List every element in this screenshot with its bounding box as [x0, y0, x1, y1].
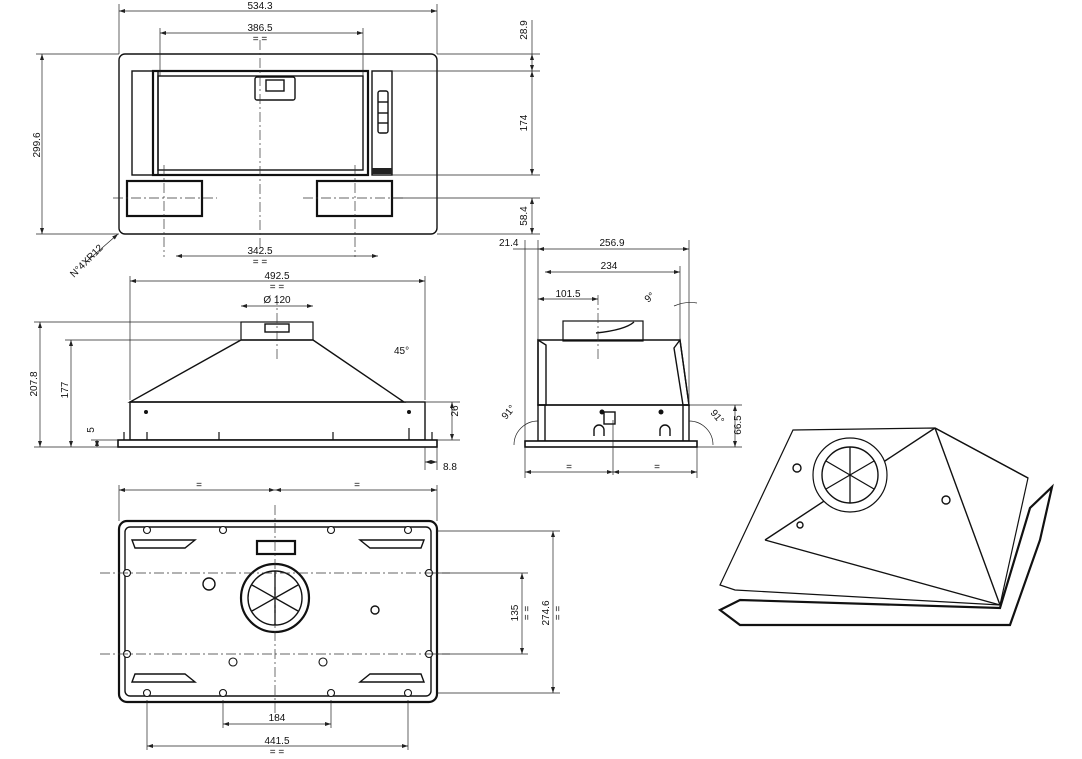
dim-bottom-hole-spacing-vertical: 135: [510, 604, 521, 621]
dimension-arrow: [223, 722, 229, 726]
dimension-arrow: [520, 648, 524, 654]
dimension-arrow: [112, 234, 118, 240]
isometric-view: [717, 427, 1054, 627]
side-view: [117, 295, 438, 448]
dim-end-right-angle: 91°: [708, 408, 726, 427]
dimension-arrow: [38, 322, 42, 328]
dimension-arrow: [520, 573, 524, 579]
dimension-line: [85, 233, 119, 263]
dim-bottom-depth-overall-sym: = =: [553, 606, 564, 621]
dimension-arrow: [530, 228, 534, 234]
dim-side-flange-thickness: 5: [86, 427, 97, 433]
dimension-arrow: [538, 297, 544, 301]
dim-front-filter-spacing: 342.5: [247, 246, 272, 257]
dim-side-duct-diameter: Ø 120: [263, 295, 291, 306]
dim-front-height-overall: 299.6: [32, 132, 43, 157]
dimension-arrow: [325, 722, 331, 726]
dim-end-duct-offset: 101.5: [555, 289, 580, 300]
dimension-arrow: [530, 169, 534, 175]
dim-bottom-hole-spacing-overall: 441.5: [264, 736, 289, 747]
dim-bottom-hole-spacing-overall-sym: = =: [270, 747, 285, 758]
dim-side-body-sym: = =: [270, 282, 285, 293]
dim-side-flange-overhang: 8.8: [443, 462, 457, 473]
dimension-arrow: [551, 687, 555, 693]
dimension-arrow: [431, 460, 437, 464]
dim-front-width-overall: 534.3: [247, 1, 272, 12]
dimension-labels: 534.3 386.5 = = 28.9 174 299.6 58.4 342.…: [29, 1, 744, 758]
dimension-arrow: [275, 488, 281, 492]
dim-end-depth-body: 234: [601, 261, 618, 272]
dim-front-filter-sym: = =: [253, 257, 268, 268]
dimension-arrow: [674, 270, 680, 274]
dimension-arrow: [551, 531, 555, 537]
dimension-arrow: [592, 297, 598, 301]
dim-end-depth-overall: 256.9: [599, 238, 624, 249]
dim-bottom-left-equal: =: [196, 480, 202, 491]
dimension-arrow: [241, 304, 247, 308]
dimension-arrow: [530, 65, 534, 71]
dimension-arrow: [402, 744, 408, 748]
dim-front-bottom-margin: 58.4: [519, 206, 530, 226]
dim-front-corner-radius: N°4XR12: [68, 242, 106, 280]
dimension-arrow: [69, 340, 73, 346]
dimension-arrow: [269, 488, 275, 492]
dim-side-slope-angle: 45°: [394, 346, 409, 357]
bottom-view: [100, 505, 450, 720]
dimension-lines: [34, 4, 742, 750]
dimension-arrow: [607, 470, 613, 474]
dim-front-width-opening: 386.5: [247, 23, 272, 34]
dimension-arrow: [691, 470, 697, 474]
dim-front-top-margin: 28.9: [519, 20, 530, 40]
dimension-arrow: [733, 405, 737, 411]
dim-end-flange-offset: 21.4: [499, 238, 519, 249]
dimension-arrow: [530, 54, 534, 60]
dimension-arrow: [119, 488, 125, 492]
dimension-arrow: [419, 279, 425, 283]
dim-side-body-width: 492.5: [264, 271, 289, 282]
dimension-arrow: [38, 441, 42, 447]
dimension-arrow: [538, 247, 544, 251]
dim-end-tilt-angle: 9°: [643, 291, 657, 306]
dim-front-opening-height: 174: [519, 114, 530, 131]
dimension-arrow: [683, 247, 689, 251]
dimension-arrow: [130, 279, 136, 283]
dimension-arrow: [160, 31, 166, 35]
dimension-arrow: [545, 270, 551, 274]
dimension-arrow: [530, 198, 534, 204]
dimension-arrow: [176, 254, 182, 258]
dimension-arrow: [733, 441, 737, 447]
dimension-arrow: [40, 54, 44, 60]
dimension-arrow: [525, 470, 531, 474]
dimension-arrow: [69, 441, 73, 447]
dimension-arrow: [431, 488, 437, 492]
dimension-arrow: [425, 460, 431, 464]
dim-end-lower-height: 66.5: [733, 415, 744, 435]
dim-front-opening-sym: = =: [253, 34, 268, 45]
dimension-arrow: [372, 254, 378, 258]
dim-bottom-hole-spacing-vertical-sym: = =: [522, 606, 533, 621]
dim-end-left-angle: 91°: [500, 403, 518, 422]
dimension-arrow: [450, 402, 454, 408]
dimension-arrow: [119, 9, 125, 13]
dim-side-height-overall: 207.8: [29, 371, 40, 396]
dim-bottom-right-equal: =: [354, 480, 360, 491]
dim-bottom-hole-spacing-center: 184: [269, 713, 286, 724]
dim-end-left-equal: =: [566, 462, 572, 473]
dim-side-body-height: 177: [60, 381, 71, 398]
dimension-arrow: [95, 441, 99, 447]
dimension-arrow: [613, 470, 619, 474]
dimension-arrow: [357, 31, 363, 35]
dimension-arrow: [530, 71, 534, 77]
dim-side-lower-box-height: 26: [450, 405, 461, 417]
dim-end-right-equal: =: [654, 462, 660, 473]
dimension-arrow: [147, 744, 153, 748]
dimension-arrow: [450, 434, 454, 440]
dimension-arrow: [431, 9, 437, 13]
dim-bottom-depth-overall: 274.6: [541, 600, 552, 625]
dimension-arrow: [40, 228, 44, 234]
dimension-arrow: [307, 304, 313, 308]
end-view: [513, 295, 714, 475]
front-view: [113, 40, 438, 257]
